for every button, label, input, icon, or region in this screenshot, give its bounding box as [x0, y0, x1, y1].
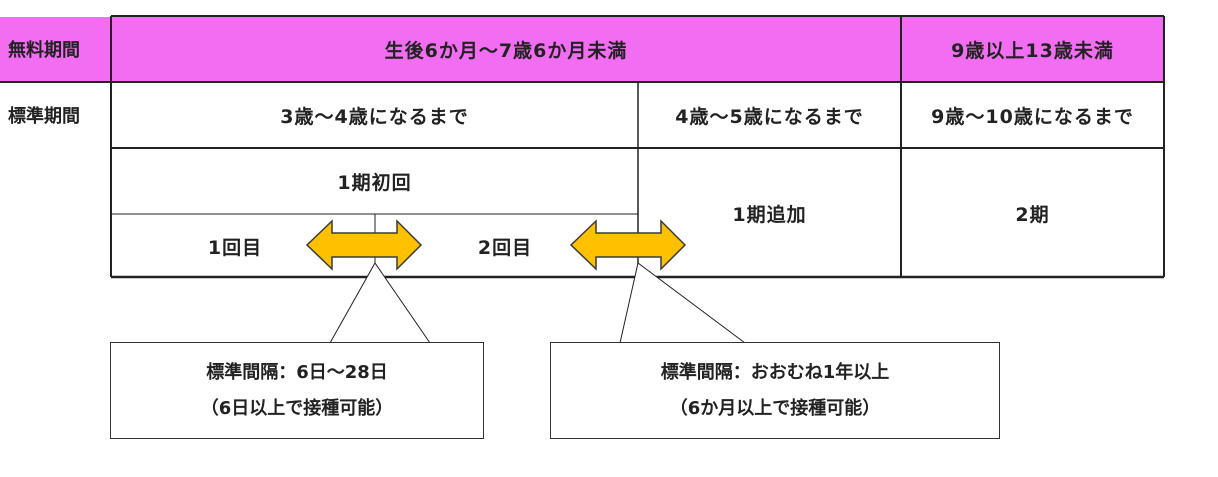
interval-note-right: 標準間隔：おおむね1年以上 （6か月以上で接種可能） — [550, 342, 1000, 439]
dose1-label: 1回目 — [207, 236, 263, 259]
free-period-first: 生後6か月～7歳6か月未満 — [384, 39, 628, 62]
free-period-second: 9歳以上13歳未満 — [951, 39, 1114, 62]
double-headed-arrow-icon — [569, 219, 687, 271]
row-label-free-period: 無料期間 — [8, 40, 80, 61]
phase1-initial-label: 1期初回 — [337, 171, 412, 194]
dose2-label: 2回目 — [477, 236, 533, 259]
standard-period-second: 4歳～5歳になるまで — [675, 105, 864, 128]
row-label-standard-period: 標準期間 — [8, 106, 80, 127]
interval-note-right-line2: （6か月以上で接種可能） — [669, 397, 881, 419]
interval-note-right-line1: 標準間隔：おおむね1年以上 — [660, 361, 890, 383]
double-headed-arrow-icon — [305, 219, 423, 271]
interval-note-left: 標準間隔：6日～28日 （6日以上で接種可能） — [110, 342, 484, 439]
free-period-header-band — [0, 17, 1164, 81]
interval-note-left-line1: 標準間隔：6日～28日 — [206, 361, 388, 383]
phase2-label: 2期 — [1015, 203, 1050, 226]
standard-period-third: 9歳～10歳になるまで — [931, 105, 1134, 128]
standard-period-first: 3歳～4歳になるまで — [280, 105, 469, 128]
phase1-booster-label: 1期追加 — [732, 203, 807, 226]
interval-note-left-line2: （6日以上で接種可能） — [200, 397, 394, 419]
